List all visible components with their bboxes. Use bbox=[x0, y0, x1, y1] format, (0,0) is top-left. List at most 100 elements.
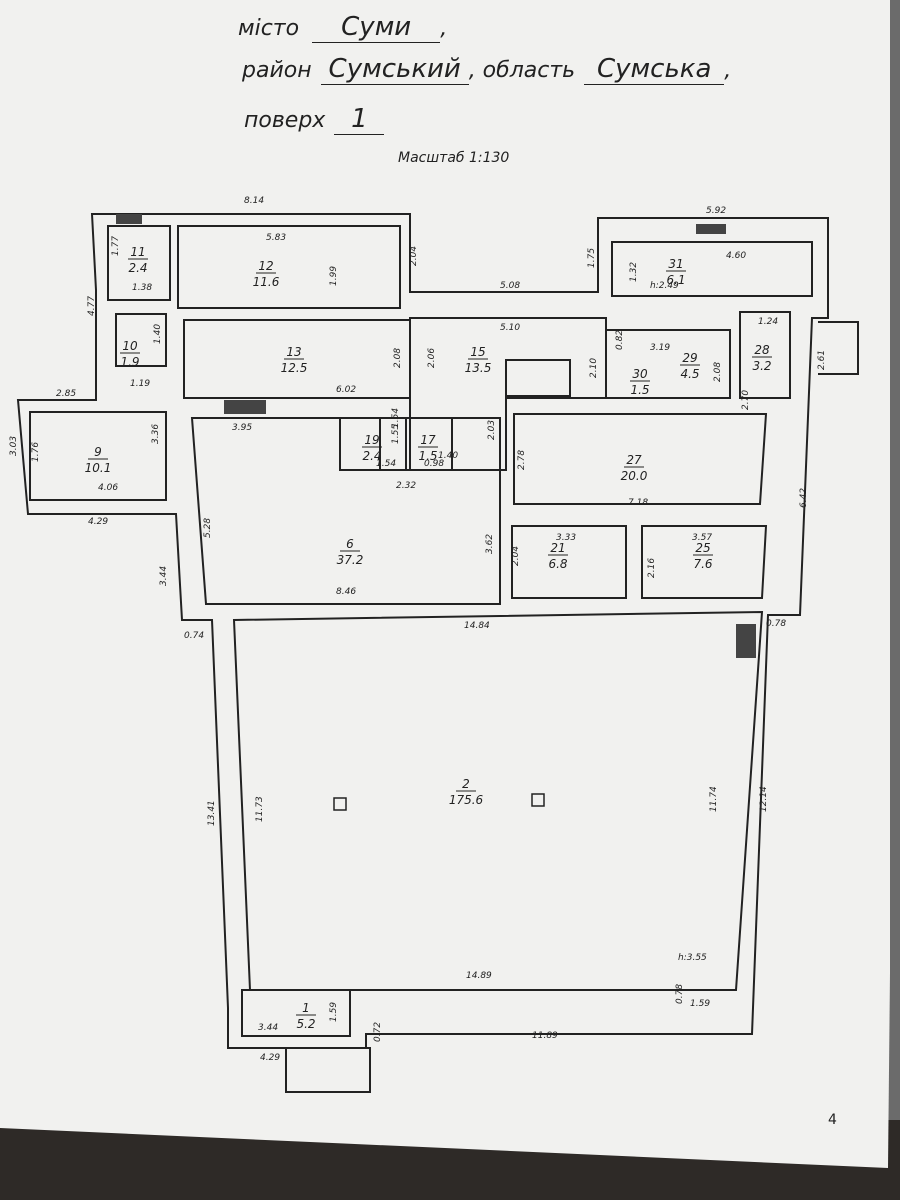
dimension-label: 1.55 bbox=[391, 424, 401, 444]
wall-room-21 bbox=[511, 525, 627, 599]
side-porch bbox=[818, 321, 859, 375]
dimension-label: 1.59 bbox=[329, 1002, 339, 1022]
dimension-label: h:2.49 bbox=[650, 281, 679, 291]
wall-room-1 bbox=[241, 989, 351, 1037]
wall-room-9 bbox=[29, 411, 167, 501]
dimension-label: 3.19 bbox=[650, 343, 670, 353]
district-value: Сумський bbox=[320, 54, 469, 85]
room-area: 20.0 bbox=[621, 469, 648, 483]
dimension-label: 5.92 bbox=[706, 206, 726, 216]
room-area: 2.4 bbox=[362, 449, 381, 463]
dimension-label: 1.54 bbox=[391, 408, 401, 428]
hatch-block-center bbox=[224, 400, 266, 414]
room-number: 21 bbox=[550, 541, 565, 555]
column bbox=[531, 793, 545, 807]
dimension-label: 1.77 bbox=[111, 236, 121, 256]
room-area: 6.1 bbox=[666, 273, 685, 287]
dimension-label: 11.89 bbox=[532, 1031, 558, 1041]
wall-room-2 bbox=[232, 610, 764, 991]
dimension-label: 0.98 bbox=[424, 459, 444, 469]
wall-room-12 bbox=[177, 225, 401, 309]
dimension-label: 2.04 bbox=[409, 246, 419, 266]
dimension-label: 12.14 bbox=[759, 786, 769, 812]
entrance-porch bbox=[285, 1047, 371, 1093]
dimension-label: 2.03 bbox=[487, 420, 497, 440]
floor-label: поверх bbox=[244, 108, 326, 133]
dimension-label: 2.04 bbox=[511, 546, 521, 566]
hatch-block-top-left bbox=[116, 214, 142, 224]
page-number: 4 bbox=[828, 1112, 837, 1128]
room-area: 5.2 bbox=[296, 1017, 315, 1031]
paper-sheet bbox=[0, 0, 890, 1168]
dimension-label: 4.06 bbox=[98, 483, 118, 493]
room-number: 30 bbox=[632, 367, 648, 381]
dimension-label: 11.73 bbox=[255, 796, 265, 822]
hatch-block-right bbox=[736, 624, 756, 658]
dimension-labels: 8.145.832.041.771.381.994.771.401.192.85… bbox=[9, 196, 827, 1063]
dimension-label: 6.42 bbox=[799, 488, 809, 508]
room-number: 15 bbox=[470, 345, 485, 359]
room-area: 2.4 bbox=[128, 261, 147, 275]
dimension-label: 5.10 bbox=[500, 323, 520, 333]
dimension-label: 3.57 bbox=[692, 533, 712, 543]
dimension-label: 4.29 bbox=[260, 1053, 280, 1063]
dimension-label: 3.95 bbox=[232, 423, 252, 433]
room-number: 29 bbox=[682, 351, 697, 365]
room-area: 13.5 bbox=[465, 361, 492, 375]
dimension-label: 1.32 bbox=[629, 262, 639, 282]
scale-label: Масштаб 1:130 bbox=[398, 150, 510, 166]
dimension-label: 3.36 bbox=[151, 424, 161, 444]
plan-walls bbox=[16, 213, 859, 1093]
room-number: 28 bbox=[754, 343, 770, 357]
room-number: 25 bbox=[695, 541, 710, 555]
room-number: 11 bbox=[130, 245, 145, 259]
room-area: 4.5 bbox=[680, 367, 699, 381]
dimension-label: 2.16 bbox=[647, 558, 657, 578]
dimension-label: 2.70 bbox=[741, 390, 751, 410]
dimension-label: 1.76 bbox=[31, 442, 41, 462]
dimension-label: 1.38 bbox=[132, 283, 152, 293]
dimension-label: 4.77 bbox=[87, 296, 97, 316]
region-label: , область bbox=[468, 58, 576, 83]
dimension-label: 0.78 bbox=[675, 984, 685, 1004]
dimension-label: 3.62 bbox=[485, 534, 495, 554]
dimension-label: 5.28 bbox=[203, 518, 213, 538]
city-value: Суми bbox=[312, 12, 441, 43]
dimension-label: 13.41 bbox=[207, 800, 217, 826]
dimension-label: 5.83 bbox=[266, 233, 286, 243]
dimension-label: 2.32 bbox=[396, 481, 416, 491]
room-area: 6.8 bbox=[548, 557, 567, 571]
room-area: 37.2 bbox=[337, 553, 364, 567]
floor-value: 1 bbox=[334, 104, 385, 135]
room-area: 12.5 bbox=[281, 361, 308, 375]
dimension-label: 3.44 bbox=[258, 1023, 278, 1033]
wall-room-10 bbox=[115, 313, 167, 367]
outer-wall bbox=[16, 213, 829, 1049]
dimension-label: 1.24 bbox=[758, 317, 778, 327]
dimension-label: 0.74 bbox=[184, 631, 204, 641]
room-area: 1.9 bbox=[120, 355, 139, 369]
wall-room-31 bbox=[611, 241, 813, 297]
dimension-label: 4.29 bbox=[88, 517, 108, 527]
wall-room-28 bbox=[739, 311, 791, 399]
dimension-label: 8.14 bbox=[244, 196, 264, 206]
floor-line: поверх 1 bbox=[244, 104, 385, 135]
dimension-label: 3.33 bbox=[556, 533, 576, 543]
room-area: 10.1 bbox=[85, 461, 112, 475]
dimension-label: 14.89 bbox=[466, 971, 492, 981]
room-number: 9 bbox=[94, 445, 102, 459]
dimension-label: 1.99 bbox=[329, 266, 339, 286]
room-number: 19 bbox=[364, 433, 379, 447]
room-area: 1.5 bbox=[418, 449, 437, 463]
dimension-label: 1.19 bbox=[130, 379, 150, 389]
dimension-label: h:3.55 bbox=[678, 953, 707, 963]
dimension-label: 1.54 bbox=[376, 459, 396, 469]
region-value: Сумська bbox=[584, 54, 725, 85]
dimension-label: 1.40 bbox=[438, 451, 458, 461]
dimension-label: 3.44 bbox=[159, 566, 169, 586]
dimension-label: 3.03 bbox=[9, 436, 19, 456]
dimension-label: 8.46 bbox=[336, 587, 356, 597]
room-area: 175.6 bbox=[449, 793, 484, 807]
